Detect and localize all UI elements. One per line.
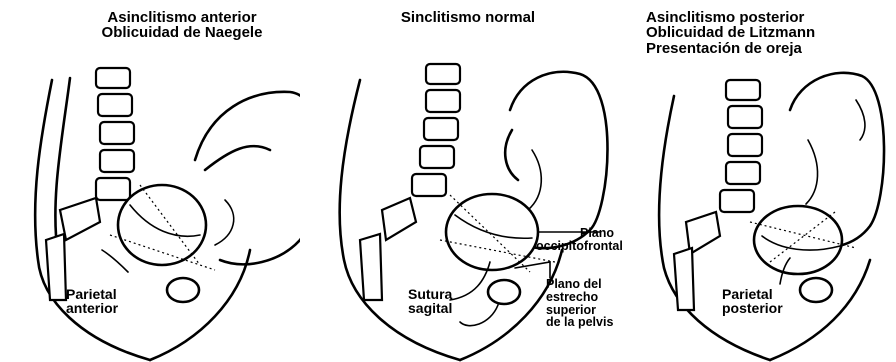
title-line-1: Asinclitismo anterior [72,10,292,25]
panel-normal-synclitism: Sinclitismo normal Sutura sagital Plano … [300,0,630,362]
estrecho-label-line-4: de la pelvis [546,316,613,329]
panel-title: Asinclitismo posterior Oblicuidad de Lit… [646,10,896,56]
pubic-symphysis [167,278,199,302]
label-leader-line [102,250,128,272]
panel-title: Asinclitismo anterior Oblicuidad de Naeg… [72,10,292,41]
title-line-1: Asinclitismo posterior [646,10,896,25]
title-line-2: Oblicuidad de Litzmann [646,25,896,40]
panel-posterior-asynclitism: Asinclitismo posterior Oblicuidad de Lit… [630,0,896,362]
sutura-label: Sutura sagital [408,287,452,316]
title-line-1: Sinclitismo normal [378,10,558,25]
title-line-3: Presentación de oreja [646,41,896,56]
anterior-asynclitism-illustration [0,0,300,362]
leader-estrecho [515,262,550,278]
parietal-label-line-2: posterior [722,301,783,315]
estrecho-label-line-2: estrecho [546,291,613,304]
sagittal-curve [460,305,498,326]
plano-estrecho-label: Plano del estrecho superior de la pelvis [546,278,613,329]
fetal-head [118,185,206,265]
sutura-label-line-2: sagital [408,301,452,315]
parietal-label-line-1: Parietal [66,287,118,301]
spine [674,80,762,310]
pubic-symphysis [488,280,520,304]
panel-anterior-asynclitism: Asinclitismo anterior Oblicuidad de Naeg… [0,0,300,362]
sutura-label-line-1: Sutura [408,287,452,301]
panel-title: Sinclitismo normal [378,10,558,25]
pubic-symphysis [800,278,832,302]
spine [360,64,460,300]
parietal-label: Parietal posterior [722,287,783,316]
plano-label-line-1: Plano [536,227,623,240]
title-line-2: Oblicuidad de Naegele [72,25,292,40]
plano-label-line-2: occipitofrontal [536,240,623,253]
parietal-label-line-2: anterior [66,301,118,315]
parietal-label: Parietal anterior [66,287,118,316]
fetal-head [446,194,538,270]
parietal-label-line-1: Parietal [722,287,783,301]
estrecho-label-line-1: Plano del [546,278,613,291]
plano-occipitofrontal-label: Plano occipitofrontal [536,227,623,253]
